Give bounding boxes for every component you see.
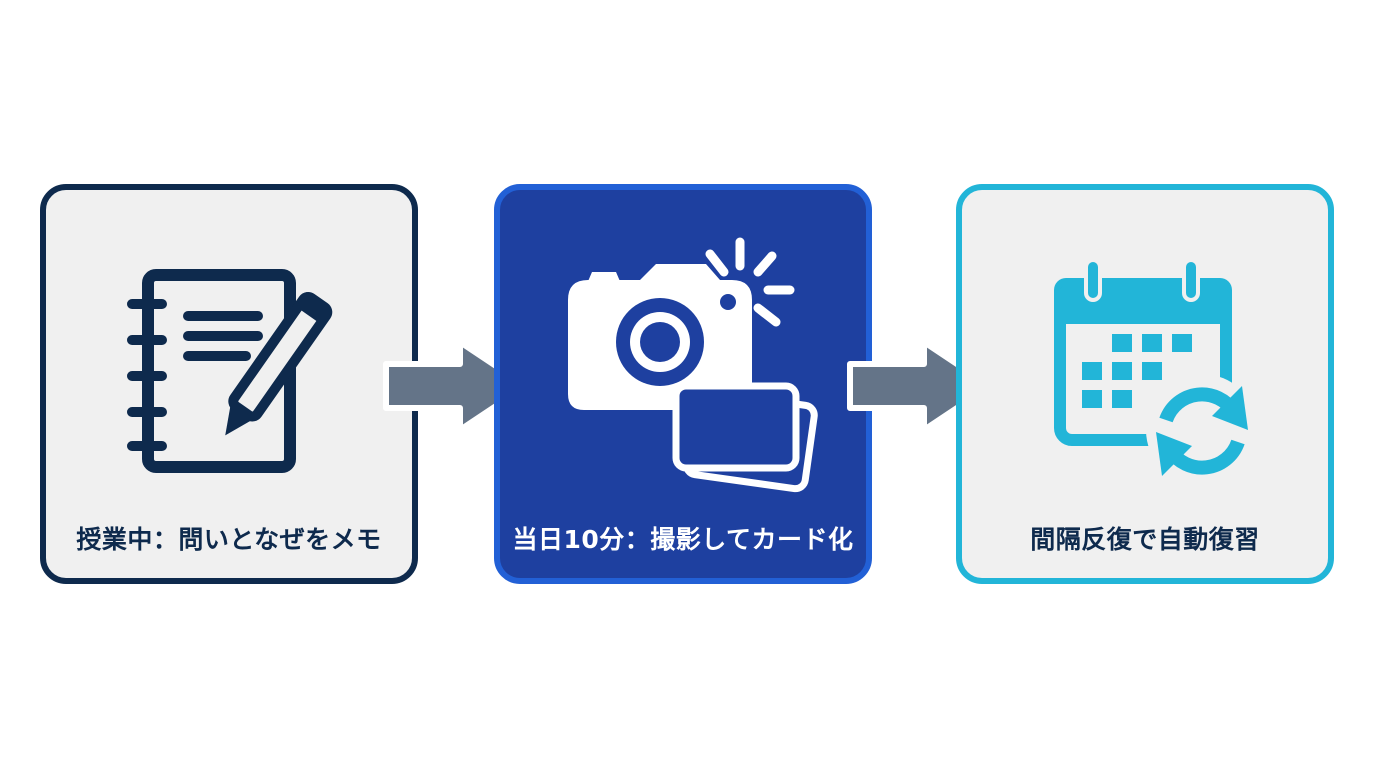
arrow-right-icon: [383, 339, 529, 433]
calendar-refresh-icon: [1054, 258, 1258, 486]
notebook-pen-icon: [127, 269, 333, 473]
camera-cards-icon: [568, 237, 818, 493]
step-label-note: 授業中：問いとなぜをメモ: [76, 525, 382, 554]
step-card-review: 間隔反復で自動復習: [956, 184, 1334, 584]
step-label-capture: 当日10分：撮影してカード化: [512, 525, 854, 554]
step-card-capture: 当日10分：撮影してカード化: [494, 184, 872, 584]
step-card-note: 授業中：問いとなぜをメモ: [40, 184, 418, 584]
step-label-review: 間隔反復で自動復習: [1030, 525, 1260, 554]
